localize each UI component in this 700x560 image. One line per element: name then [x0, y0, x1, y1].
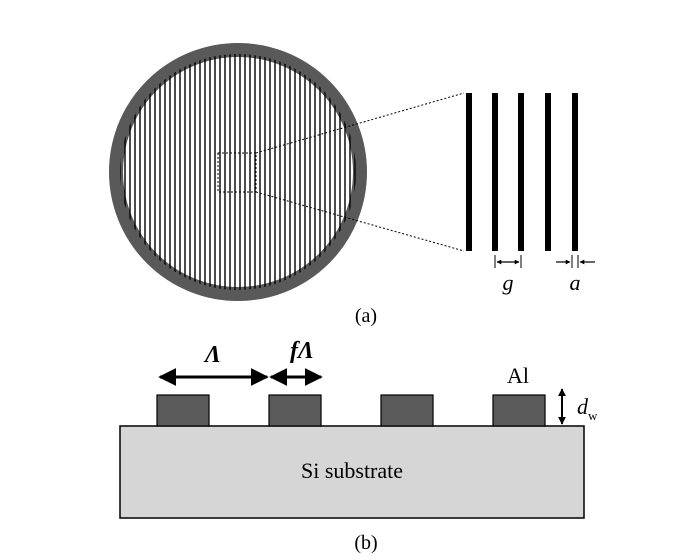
magnified-wire: [572, 93, 578, 251]
gap-label: g: [503, 270, 514, 295]
si-substrate: [119, 425, 585, 519]
period-label: Λ: [203, 342, 221, 368]
zoom-guide-top: [255, 92, 465, 154]
zoom-guide-bottom: [255, 191, 465, 252]
panel-b-caption: (b): [354, 532, 377, 554]
al-wire: [492, 394, 546, 427]
panel-a-caption: (a): [355, 305, 377, 327]
al-wire: [380, 394, 434, 427]
wire-width-label: a: [570, 270, 581, 295]
gap-dimension: [494, 255, 522, 268]
al-wire: [268, 394, 322, 427]
magnified-wire: [518, 93, 524, 251]
magnified-wire: [492, 93, 498, 251]
grating-disc-ring: [109, 43, 367, 301]
magnified-wire: [545, 93, 551, 251]
thickness-label: dw: [577, 394, 598, 423]
metal-label: Al: [507, 363, 529, 388]
magnified-wire: [466, 93, 472, 251]
panel-b: Si substrate Λ fΛ Al dw (b): [119, 338, 598, 554]
substrate-label: Si substrate: [301, 458, 403, 483]
panel-a: g a (a): [109, 43, 595, 327]
magnified-wires: [466, 93, 578, 251]
fill-width-label: fΛ: [290, 338, 314, 364]
al-wire: [156, 394, 210, 427]
zoom-region-box: [217, 152, 257, 193]
wire-width-dimension: [556, 255, 595, 268]
